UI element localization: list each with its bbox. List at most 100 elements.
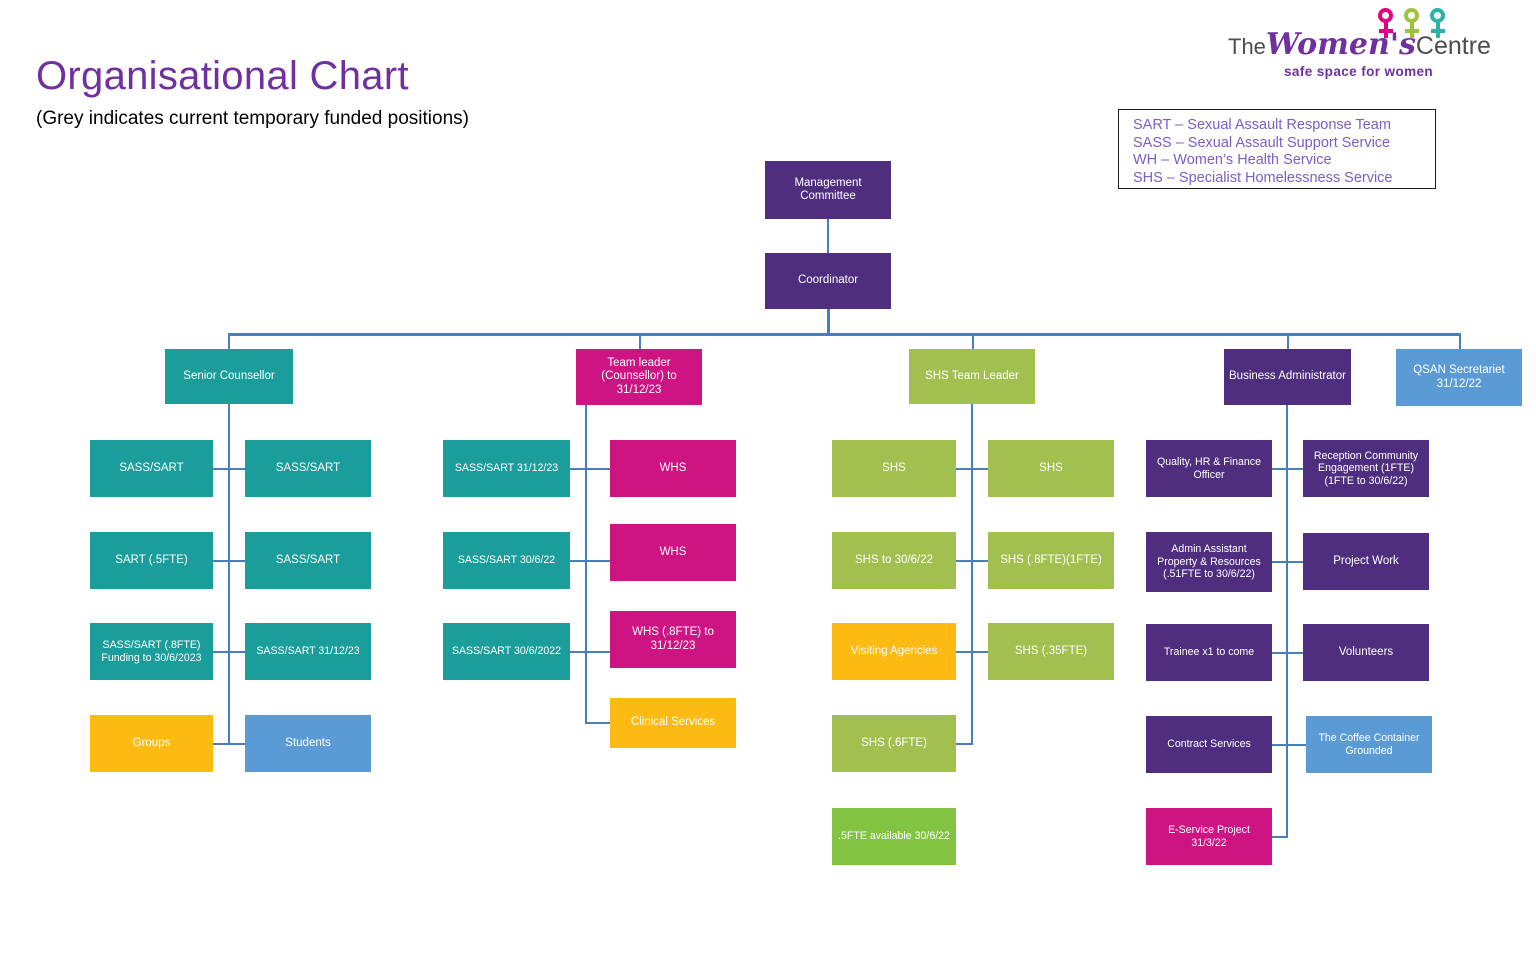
node-shs-left-2-label: SHS to 30/6/22 xyxy=(855,553,933,566)
node-sc-right-4-label: Students xyxy=(285,736,331,749)
node-ba-right-1-line1: Reception Community xyxy=(1313,449,1419,462)
node-ba-left-4-contract-services[interactable]: Contract Services xyxy=(1146,716,1272,773)
node-management-committee-line1: Management xyxy=(794,176,862,189)
node-ba-left-3-label: Trainee x1 to come xyxy=(1163,646,1255,659)
node-sc-right-2[interactable]: SASS/SART xyxy=(245,532,371,589)
node-ba-right-2-project-work[interactable]: Project Work xyxy=(1303,533,1429,590)
node-sc-left-3-line2: Funding to 30/6/2023 xyxy=(101,651,202,664)
node-shs-left-3-visiting-agencies[interactable]: Visiting Agencies xyxy=(832,623,956,680)
connector-tl-stub-row3 xyxy=(570,651,611,653)
connector-tl-stub-row1 xyxy=(570,468,611,470)
node-sc-left-1[interactable]: SASS/SART xyxy=(90,440,213,497)
venus-symbols-group xyxy=(1376,8,1450,42)
connector-bus-to-team-leader xyxy=(639,333,641,349)
connector-mgmt-to-coordinator xyxy=(827,219,829,253)
connector-sc-stub-row2 xyxy=(213,560,245,562)
node-sc-left-4-groups[interactable]: Groups xyxy=(90,715,213,772)
node-ba-right-2-label: Project Work xyxy=(1333,554,1399,567)
node-qsan-line2: 31/12/22 xyxy=(1436,377,1482,390)
node-shs-team-leader[interactable]: SHS Team Leader xyxy=(909,349,1035,404)
node-sc-left-2[interactable]: SART (.5FTE) xyxy=(90,532,213,589)
node-sc-right-3-label: SASS/SART 31/12/23 xyxy=(256,645,360,658)
node-shs-right-1[interactable]: SHS xyxy=(988,440,1114,497)
node-coordinator-label: Coordinator xyxy=(797,274,859,287)
node-sc-right-3[interactable]: SASS/SART 31/12/23 xyxy=(245,623,371,680)
node-shs-left-1[interactable]: SHS xyxy=(832,440,956,497)
node-sc-right-1[interactable]: SASS/SART xyxy=(245,440,371,497)
node-tl-left-3[interactable]: SASS/SART 30/6/2022 xyxy=(443,623,570,680)
page-subtitle: (Grey indicates current temporary funded… xyxy=(36,108,469,129)
node-ba-right-1-reception-community-engagement[interactable]: Reception Community Engagement (1FTE) (1… xyxy=(1303,440,1429,497)
logo-word-womens: Women's xyxy=(1265,27,1416,62)
node-business-administrator[interactable]: Business Administrator xyxy=(1224,349,1351,405)
legend-line-wh: WH – Women’s Health Service xyxy=(1133,152,1332,168)
node-ba-right-4-coffee-container[interactable]: The Coffee Container Grounded xyxy=(1306,716,1432,773)
connector-bus-to-business-administrator xyxy=(1287,333,1289,349)
node-ba-left-5-eservice-project[interactable]: E-Service Project 31/3/22 xyxy=(1146,808,1272,865)
node-shs-left-4[interactable]: SHS (.6FTE) xyxy=(832,715,956,772)
legend-line-shs: SHS – Specialist Homelessness Service xyxy=(1133,169,1393,186)
node-tl-right-3-line2: 31/12/23 xyxy=(650,639,696,652)
abbreviation-legend: SART – Sexual Assault Response Team SASS… xyxy=(1118,109,1436,189)
node-ba-left-3-trainee[interactable]: Trainee x1 to come xyxy=(1146,624,1272,681)
node-team-leader-line3: 31/12/23 xyxy=(616,383,662,396)
node-senior-counsellor[interactable]: Senior Counsellor xyxy=(165,349,293,404)
node-shs-right-2-label: SHS (.8FTE)(1FTE) xyxy=(1000,553,1102,566)
node-shs-left-2[interactable]: SHS to 30/6/22 xyxy=(832,532,956,589)
node-business-administrator-label: Business Administrator xyxy=(1229,370,1346,383)
node-shs-left-5-available[interactable]: .5FTE available 30/6/22 xyxy=(832,808,956,865)
node-ba-right-1-line2: Engagement (1FTE) xyxy=(1318,462,1414,475)
legend-line-sass: SASS – Sexual Assault Support Service xyxy=(1133,134,1391,151)
node-sc-right-4-students[interactable]: Students xyxy=(245,715,371,772)
connector-ba-stub-row1 xyxy=(1272,468,1306,470)
connector-ba-stub-row2 xyxy=(1272,561,1306,563)
node-ba-right-4-line2: Grounded xyxy=(1345,744,1393,757)
connector-shs-stub-row4 xyxy=(956,743,973,745)
node-tl-right-2-whs[interactable]: WHS xyxy=(610,524,736,581)
node-tl-left-2[interactable]: SASS/SART 30/6/22 xyxy=(443,532,570,589)
connector-ba-stub-row5 xyxy=(1272,836,1288,838)
node-tl-right-1-whs[interactable]: WHS xyxy=(610,440,736,497)
node-ba-right-3-label: Volunteers xyxy=(1338,645,1394,658)
node-shs-left-4-label: SHS (.6FTE) xyxy=(861,736,927,749)
node-qsan-secretariet[interactable]: QSAN Secretariet 31/12/22 xyxy=(1396,349,1522,406)
node-team-leader-line1: Team leader xyxy=(607,356,671,369)
node-sc-right-1-label: SASS/SART xyxy=(275,461,341,474)
node-ba-left-2-admin-assistant[interactable]: Admin Assistant Property & Resources (.5… xyxy=(1146,532,1272,592)
connector-business-admin-spine xyxy=(1286,405,1288,836)
venus-symbol-pink-icon xyxy=(1376,8,1398,42)
node-tl-right-2-label: WHS xyxy=(659,545,687,558)
node-team-leader-counsellor[interactable]: Team leader (Counsellor) to 31/12/23 xyxy=(576,349,702,405)
node-ba-left-1-quality-hr-finance[interactable]: Quality, HR & Finance Officer xyxy=(1146,440,1272,497)
node-coordinator[interactable]: Coordinator xyxy=(765,253,891,309)
node-tl-right-3-whs-08fte[interactable]: WHS (.8FTE) to 31/12/23 xyxy=(610,611,736,668)
node-ba-left-4-label: Contract Services xyxy=(1167,738,1251,751)
connector-shs-stub-row2 xyxy=(956,560,992,562)
node-ba-right-1-line3: (1FTE to 30/6/22) xyxy=(1324,474,1408,487)
node-shs-right-3[interactable]: SHS (.35FTE) xyxy=(988,623,1114,680)
connector-sc-stub-row4 xyxy=(213,743,245,745)
connector-team-leader-spine xyxy=(585,405,587,723)
venus-symbol-green-icon xyxy=(1402,8,1424,42)
node-tl-right-3-line1: WHS (.8FTE) to xyxy=(632,626,714,638)
logo-word-centre: Centre xyxy=(1415,32,1491,60)
node-ba-left-1-line1: Quality, HR & Finance xyxy=(1156,455,1261,468)
node-sc-left-2-label: SART (.5FTE) xyxy=(115,553,188,566)
node-tl-right-4-label: Clinical Services xyxy=(630,716,716,729)
page-title: Organisational Chart xyxy=(36,54,409,98)
node-sc-left-3[interactable]: SASS/SART (.8FTE) Funding to 30/6/2023 xyxy=(90,623,213,680)
node-tl-left-1[interactable]: SASS/SART 31/12/23 xyxy=(443,440,570,497)
connector-bus-to-shs-team-leader xyxy=(972,333,974,349)
node-tl-left-3-label: SASS/SART 30/6/2022 xyxy=(451,645,562,658)
node-shs-right-2[interactable]: SHS (.8FTE)(1FTE) xyxy=(988,532,1114,589)
node-shs-team-leader-label: SHS Team Leader xyxy=(925,369,1019,382)
node-tl-left-2-label: SASS/SART 30/6/22 xyxy=(457,554,556,567)
node-sc-left-4-label: Groups xyxy=(132,736,171,749)
node-ba-right-3-volunteers[interactable]: Volunteers xyxy=(1303,624,1429,681)
connector-sc-stub-row3 xyxy=(213,651,245,653)
node-team-leader-line2: (Counsellor) to xyxy=(601,370,677,383)
node-ba-right-4-line1: The Coffee Container xyxy=(1318,731,1420,744)
node-management-committee[interactable]: Management Committee xyxy=(765,161,891,219)
node-tl-right-4-clinical-services[interactable]: Clinical Services xyxy=(610,698,736,748)
node-tl-right-1-label: WHS xyxy=(659,461,687,474)
